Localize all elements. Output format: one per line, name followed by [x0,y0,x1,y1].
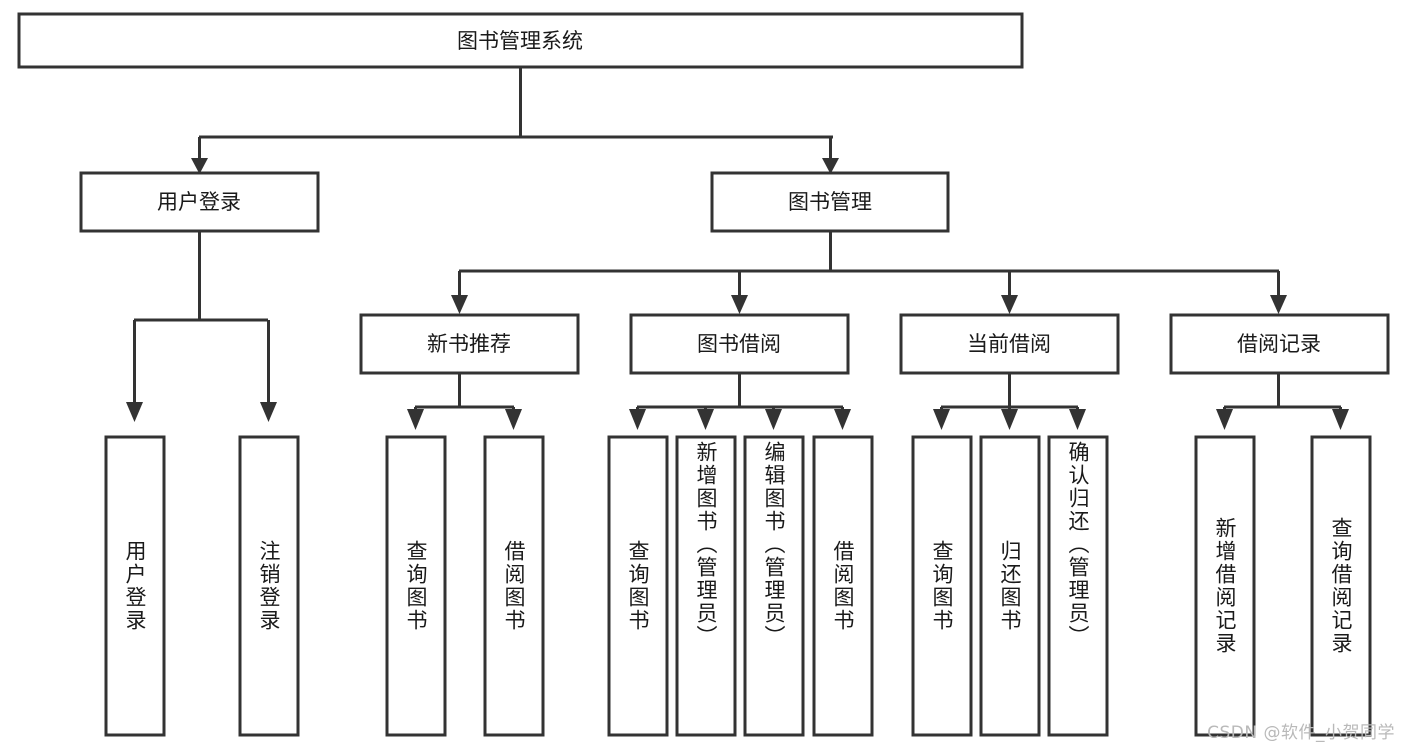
node-current-borrow[interactable]: 当前借阅 [899,313,1120,375]
node-book-manage-label: 图书管理 [788,190,872,214]
arrow-leaf-query-book-1 [407,409,424,430]
node-leaf-add-record-box[interactable] [1194,435,1256,737]
arrow-to-user-login [191,158,208,174]
node-book-manage-box[interactable] [710,171,950,233]
edges-layer [126,67,1349,430]
node-leaf-confirm-return-box[interactable] [1047,435,1109,737]
node-borrow-record-label: 借阅记录 [1237,332,1321,356]
node-user-login-box[interactable] [79,171,320,233]
node-new-book-recommend[interactable]: 新书推荐 [359,313,580,375]
node-borrow-record-box[interactable] [1169,313,1390,375]
arrow-leaf-add-book [697,409,714,430]
arrow-leaf-edit-book [765,409,782,430]
node-root[interactable]: 图书管理系统 [17,12,1024,69]
node-leaf-query-book-1-box[interactable] [385,435,447,737]
node-leaf-add-book-box[interactable] [675,435,737,737]
arrow-to-new-book-recommend [451,295,468,314]
node-new-book-recommend-box[interactable] [359,313,580,375]
arrow-leaf-confirm-return [1069,409,1086,430]
node-leaf-borrow-book-1-box[interactable] [483,435,545,737]
node-leaf-borrow-book-2-box[interactable] [812,435,874,737]
arrow-leaf-user-login [126,402,143,422]
node-user-login-label: 用户登录 [157,190,241,214]
arrow-leaf-borrow-book-1 [505,409,522,430]
arrow-leaf-add-record [1216,409,1233,430]
arrow-leaf-return-book [1001,409,1018,430]
node-current-borrow-box[interactable] [899,313,1120,375]
arrow-leaf-user-logout [260,402,277,422]
csdn-watermark: CSDN @软件_小贺同学 [1207,723,1395,743]
node-leaf-edit-book-box[interactable] [743,435,805,737]
arrow-to-book-manage [822,158,839,174]
node-new-book-recommend-label: 新书推荐 [427,332,511,356]
node-borrow-record[interactable]: 借阅记录 [1169,313,1390,375]
arrow-to-book-borrow [731,295,748,314]
node-book-borrow[interactable]: 图书借阅 [629,313,850,375]
node-leaf-user-login-box[interactable] [104,435,166,737]
nodes-layer: 图书管理系统 用户登录 图书管理 新书推荐 图书借阅 [17,12,1390,737]
arrow-leaf-query-record [1332,409,1349,430]
node-root-box[interactable] [17,12,1024,69]
node-current-borrow-label: 当前借阅 [967,332,1051,356]
node-leaf-query-book-3-box[interactable] [911,435,973,737]
node-leaf-query-book-2-box[interactable] [607,435,669,737]
node-book-manage[interactable]: 图书管理 [710,171,950,233]
arrow-leaf-borrow-book-2 [834,409,851,430]
node-book-borrow-box[interactable] [629,313,850,375]
node-book-borrow-label: 图书借阅 [697,332,781,356]
arrow-to-current-borrow [1001,295,1018,314]
node-root-label: 图书管理系统 [457,29,583,53]
arrow-leaf-query-book-3 [933,409,950,430]
node-leaf-user-logout-box[interactable] [238,435,300,737]
node-leaf-query-record-box[interactable] [1310,435,1372,737]
node-leaf-return-book-box[interactable] [979,435,1041,737]
arrow-to-borrow-record [1270,295,1287,314]
arrow-leaf-query-book-2 [629,409,646,430]
node-user-login[interactable]: 用户登录 [79,171,320,233]
